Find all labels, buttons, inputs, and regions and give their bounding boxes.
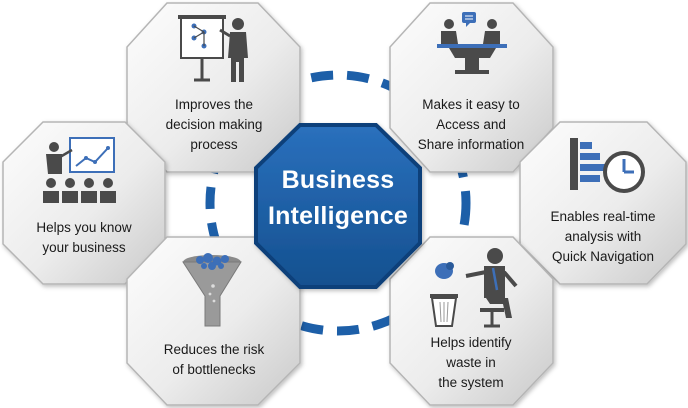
presentation-flowchart-icon	[178, 15, 248, 82]
connector-ring	[205, 70, 471, 336]
center-title-line2: Intelligence	[268, 202, 408, 230]
meeting-chat-icon	[437, 12, 507, 74]
benefit-label-know-business: Helps you know your business	[36, 220, 132, 255]
benefit-label-access-share: Makes it easy to Access and Share inform…	[417, 97, 525, 152]
benefit-label-decision-making: Improves the decision making process	[165, 97, 263, 152]
benefit-label-identify-waste: Helps identify waste in the system	[430, 335, 512, 390]
center-octagon	[254, 123, 422, 289]
center-title: Business Intelligence	[258, 162, 418, 234]
benefit-label-real-time: Enables real-time analysis with Quick Na…	[550, 209, 656, 264]
center-title-line1: Business	[281, 166, 395, 194]
tile-top-right	[389, 2, 554, 173]
tile-right	[519, 121, 687, 285]
benefit-label-bottlenecks: Reduces the risk of bottlenecks	[163, 342, 265, 377]
audience-chart-icon	[43, 137, 116, 203]
list-clock-icon	[570, 138, 645, 193]
funnel-icon	[182, 253, 242, 327]
person-wastebin-icon	[430, 248, 518, 328]
